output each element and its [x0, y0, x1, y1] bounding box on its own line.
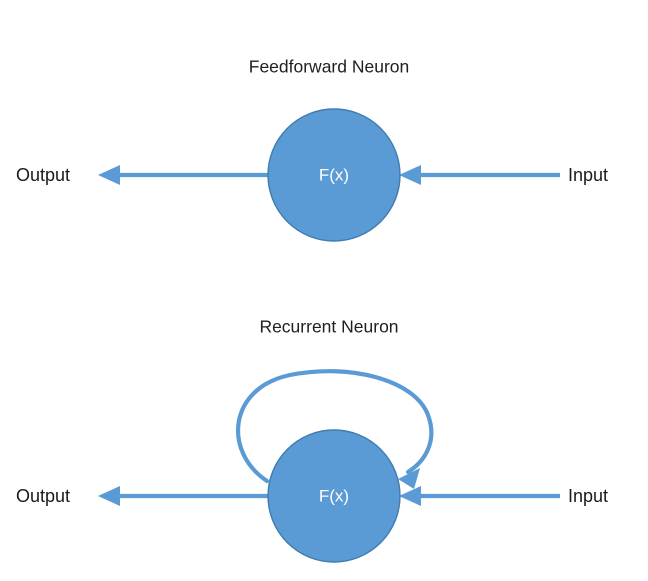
feedforward-title: Feedforward Neuron: [249, 57, 410, 77]
recurrent-input-arrowhead: [399, 486, 421, 506]
feedforward-input-arrowhead: [399, 165, 421, 185]
recurrent-self-loop: [235, 369, 434, 489]
recurrent-output-arrow: [98, 486, 268, 506]
feedforward-neuron-circle: [267, 108, 401, 242]
recurrent-loop-arrowhead: [398, 468, 420, 489]
feedforward-diagram: Feedforward Neuron F(x) Output Input: [16, 57, 608, 242]
recurrent-input-arrow: [399, 486, 560, 506]
feedforward-neuron-label: F(x): [319, 165, 349, 184]
feedforward-input-arrow: [399, 165, 560, 185]
feedforward-output-label: Output: [16, 165, 70, 185]
recurrent-output-label: Output: [16, 486, 70, 506]
recurrent-neuron-circle: [267, 429, 401, 563]
recurrent-diagram: Recurrent Neuron F(x) Output Input: [16, 317, 608, 563]
recurrent-title: Recurrent Neuron: [259, 317, 398, 337]
recurrent-output-arrowhead: [98, 486, 120, 506]
feedforward-output-arrow: [98, 165, 268, 185]
recurrent-loop-path: [235, 369, 434, 484]
recurrent-input-label: Input: [568, 486, 608, 506]
feedforward-input-label: Input: [568, 165, 608, 185]
recurrent-neuron-label: F(x): [319, 486, 349, 505]
feedforward-output-arrowhead: [98, 165, 120, 185]
